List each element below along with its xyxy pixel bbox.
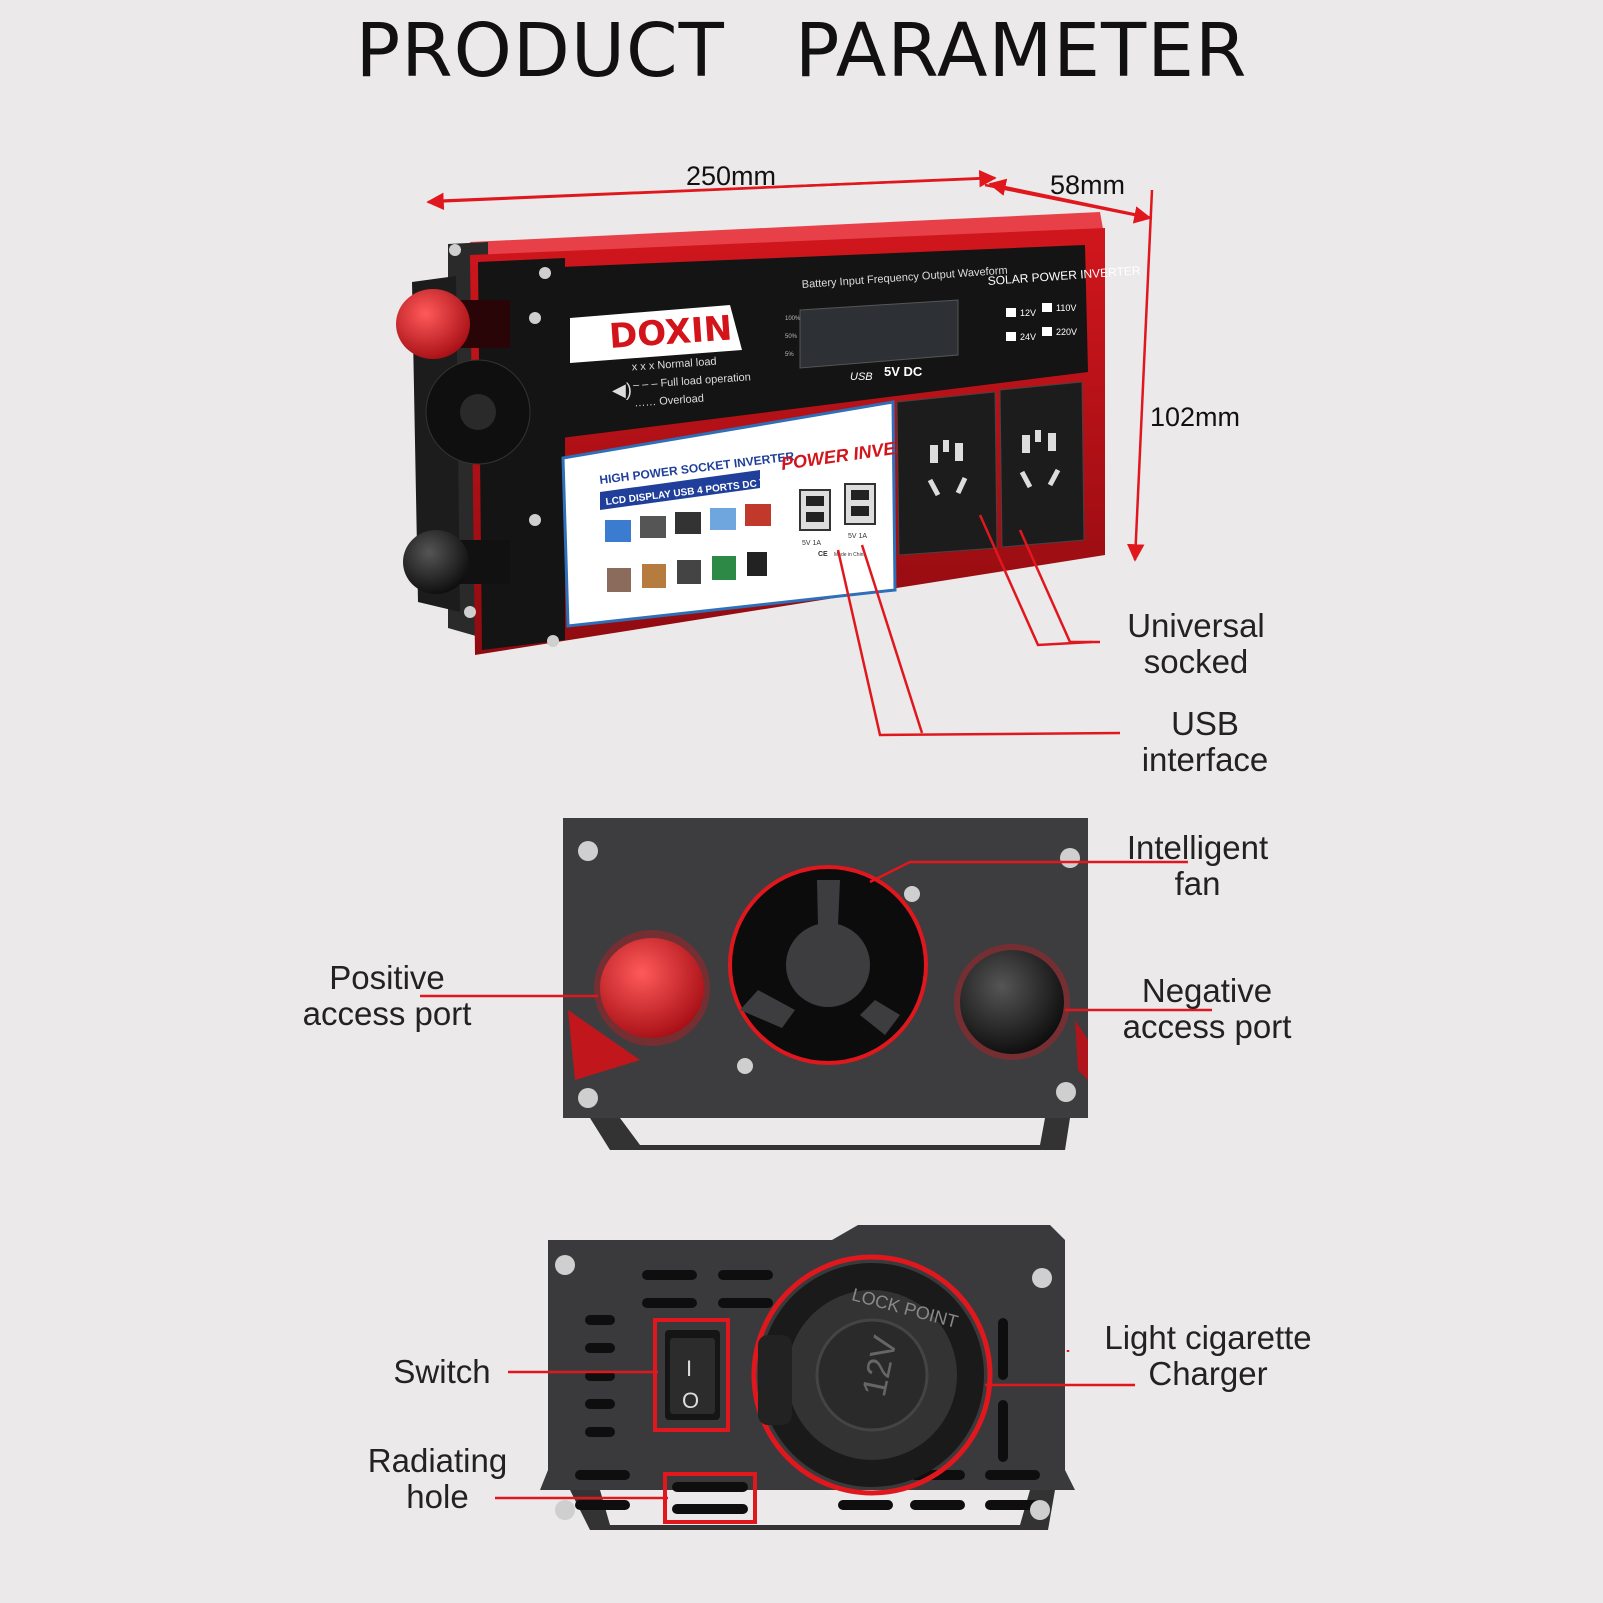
negative-access-port[interactable] [954, 944, 1070, 1060]
appliance-icons [605, 504, 771, 592]
positive-access-port[interactable] [594, 930, 710, 1046]
svg-text:5V 1A: 5V 1A [848, 533, 867, 540]
svg-text:…… Overload: …… Overload [634, 393, 704, 410]
svg-text:220V: 220V [1056, 327, 1077, 337]
svg-text:100%: 100% [785, 316, 801, 322]
svg-text:CE: CE [818, 551, 828, 558]
usb-logo-icon: USB [850, 371, 873, 383]
width-dimension: 58mm [1050, 170, 1126, 200]
ac-socket-right[interactable] [999, 381, 1085, 548]
display-panel [490, 245, 1088, 440]
power-switch[interactable]: I O [653, 1318, 730, 1432]
cigarette-lighter-socket[interactable]: LOCK POINT 12V [751, 1254, 993, 1496]
switch-off-mark: O [682, 1388, 699, 1413]
dimension-lines [426, 169, 1154, 562]
switch-on-mark: I [686, 1356, 692, 1381]
level-marks: 100% 50% 5% [785, 316, 801, 358]
brand-logo: DOXIN [608, 308, 734, 356]
negative-terminal-top[interactable] [403, 530, 510, 594]
switch-label: Switch [393, 1353, 491, 1390]
brand-logo-plate [570, 305, 742, 363]
screws-top [449, 244, 559, 647]
svg-text:110V: 110V [1056, 303, 1076, 313]
page-title: PRODUCT PARAMETER [0, 8, 1603, 94]
title-word-product: PRODUCT [355, 8, 725, 94]
usb-ports[interactable] [799, 483, 876, 531]
height-dimension: 102mm [1150, 402, 1241, 432]
ac-socket-left[interactable] [896, 391, 998, 556]
usb-voltage-label: 5V DC [884, 364, 923, 379]
usb-port-marks: 5V 1A 5V 1A CE Made in China [802, 533, 867, 558]
title-word-parameter: PARAMETER [794, 8, 1248, 94]
callout-lines-middle [420, 860, 1212, 1012]
svg-text:50%: 50% [785, 334, 798, 340]
callout-lines-bottom [495, 1350, 1135, 1500]
voltage-options: 12V 110V 24V 220V [1006, 303, 1077, 342]
positive-terminal-top[interactable] [396, 289, 510, 359]
svg-text:12V: 12V [1020, 308, 1036, 318]
speaker-icon: ◀) [612, 380, 632, 400]
svg-text:24V: 24V [1020, 332, 1036, 342]
svg-text:Made in China: Made in China [834, 552, 866, 558]
lcd-screen [799, 299, 959, 369]
length-dimension: 250mm [686, 161, 777, 191]
svg-text:x x x Normal load: x x x Normal load [631, 356, 717, 374]
svg-text:5V 1A: 5V 1A [802, 540, 821, 547]
callout-lines-top [836, 514, 1121, 737]
svg-text:5%: 5% [785, 352, 794, 358]
